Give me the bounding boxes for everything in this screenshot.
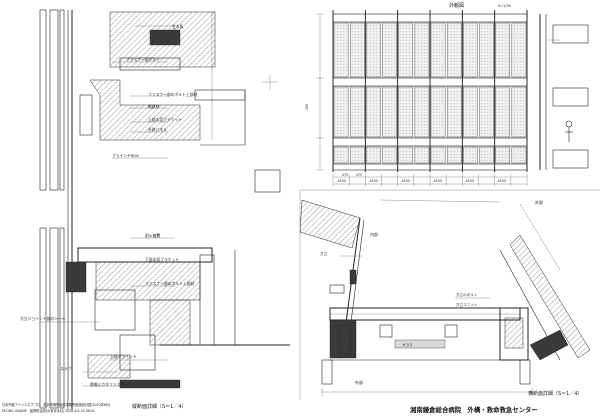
elevation-glass-panel bbox=[446, 86, 462, 138]
elevation-glass-panel bbox=[414, 22, 430, 78]
elevation-glass-panel bbox=[463, 146, 478, 164]
inner-label: 内部 bbox=[370, 231, 378, 237]
elevation-glass-panel bbox=[349, 86, 365, 138]
dim-d7: 475 bbox=[342, 173, 348, 177]
annotation-a10: 方立ジョイント部のシール bbox=[20, 316, 66, 321]
elevation-glass-panel bbox=[511, 86, 527, 138]
annotation-a18: 方立ユニット bbox=[456, 302, 478, 307]
elevation-glass-panel bbox=[511, 146, 527, 164]
elevation-glass-panel bbox=[479, 86, 494, 138]
elevation-glass-panel bbox=[333, 146, 349, 164]
elevation-glass-panel bbox=[349, 146, 365, 164]
scale-note: S=1/30 bbox=[498, 4, 511, 8]
elevation-glass-panel bbox=[479, 22, 494, 78]
outer-label-1: 外部 bbox=[535, 199, 543, 205]
elevation-glass-panel bbox=[349, 22, 365, 78]
elevation-glass-panel bbox=[382, 146, 397, 164]
elevation-glass-panel bbox=[511, 22, 527, 78]
elevation-glass-panel bbox=[366, 146, 381, 164]
elevation-glass-panel bbox=[398, 22, 414, 78]
outer-label-2: 外部 bbox=[355, 379, 363, 385]
dim-d9: 250 bbox=[305, 104, 309, 110]
annotation-a9: 耐火被覆 bbox=[145, 233, 160, 238]
dim-d3: 1400 bbox=[401, 179, 410, 183]
elevation-glass-panel bbox=[366, 22, 381, 78]
elevation-glass-panel bbox=[430, 22, 446, 78]
elevation-glass-panel bbox=[430, 146, 446, 164]
elevation-glass-panel bbox=[446, 22, 462, 78]
elevation-glass-panel bbox=[382, 22, 397, 78]
section-v-label: 縦断面詳細（S＝1／4） bbox=[132, 403, 187, 410]
elevation-glass-panel bbox=[430, 86, 446, 138]
dim-d6: 1400 bbox=[497, 179, 506, 183]
annotation-a5: 上部水切ブラケット bbox=[148, 117, 182, 122]
dim-d8: 475 bbox=[356, 173, 362, 177]
elevation-glass-panel bbox=[479, 146, 494, 164]
elevation-glass-panel bbox=[446, 146, 462, 164]
elevation-glass-panel bbox=[333, 86, 349, 138]
elevation-glass-panel bbox=[333, 22, 349, 78]
elevation-glass-panel bbox=[495, 22, 511, 78]
dim-d5: 1400 bbox=[465, 179, 474, 183]
annotation-a6: ブラインドBOX bbox=[112, 153, 139, 158]
horizontal-section: 方立 方立のボルト 方立ユニット ガラス 内部 外部 外部 横断面詳細（S＝1／… bbox=[299, 189, 600, 400]
annotation-a14: 層間ふさぎファスナー bbox=[90, 382, 128, 387]
footer-line-2: FACING ONLINE 建物総合設計(東京本社) 2020.4.6.10:3… bbox=[2, 408, 95, 413]
vertical-section: 笠木板 ファスナー部ボルト ファスナー部のボルト上部材 断熱材 上部水切ブラケッ… bbox=[20, 9, 290, 410]
annotation-a11: 下部水切ブラケット bbox=[145, 257, 179, 262]
annotation-a8: 方立 bbox=[320, 251, 328, 256]
annotation-a13: スラブ bbox=[60, 366, 72, 371]
elevation: 外観図 S=1/30 1400 1400 1400 1400 1 bbox=[305, 2, 589, 186]
elevation-glass-panel bbox=[414, 86, 430, 138]
elevation-glass-panel bbox=[463, 22, 478, 78]
dim-d2: 1400 bbox=[369, 179, 378, 183]
annotation-a17: ガラス bbox=[402, 342, 413, 347]
dim-d1: 1400 bbox=[337, 179, 346, 183]
dim-d4: 1400 bbox=[433, 179, 442, 183]
annotation-a3: ファスナー部のボルト上部材 bbox=[148, 92, 198, 97]
annotation-a7: 外装パネル bbox=[148, 127, 167, 132]
annotation-a12: ファスナー部のボルト上部材 bbox=[145, 281, 195, 286]
sheet-title: 湘南鎌倉総合病院 外構・救命救急センター bbox=[410, 405, 538, 414]
annotation-a15: 上部ジョイント bbox=[110, 354, 137, 359]
annotation-a1: 笠木板 bbox=[172, 24, 184, 29]
elevation-glass-panel bbox=[495, 146, 511, 164]
annotation-a16: 方立のボルト bbox=[456, 292, 478, 297]
elevation-glass-panel bbox=[495, 86, 511, 138]
elevation-glass-panel bbox=[366, 86, 381, 138]
annotation-a2: ファスナー部ボルト bbox=[126, 57, 160, 62]
annotation-a4: 断熱材 bbox=[148, 104, 160, 109]
elevation-glass-panel bbox=[463, 86, 478, 138]
footer-line-1: 日本外層アトリエビアプロ 設計事務所相談事務所推奨設計図(2020年6月) bbox=[2, 402, 110, 407]
elevation-glass-panel bbox=[414, 146, 430, 164]
elevation-label: 外観図 bbox=[449, 2, 464, 9]
elevation-glass-panel bbox=[398, 86, 414, 138]
section-h-label: 横断面詳細（S＝1／4） bbox=[528, 390, 583, 397]
elevation-glass-panel bbox=[398, 146, 414, 164]
elevation-glass-panel bbox=[382, 86, 397, 138]
